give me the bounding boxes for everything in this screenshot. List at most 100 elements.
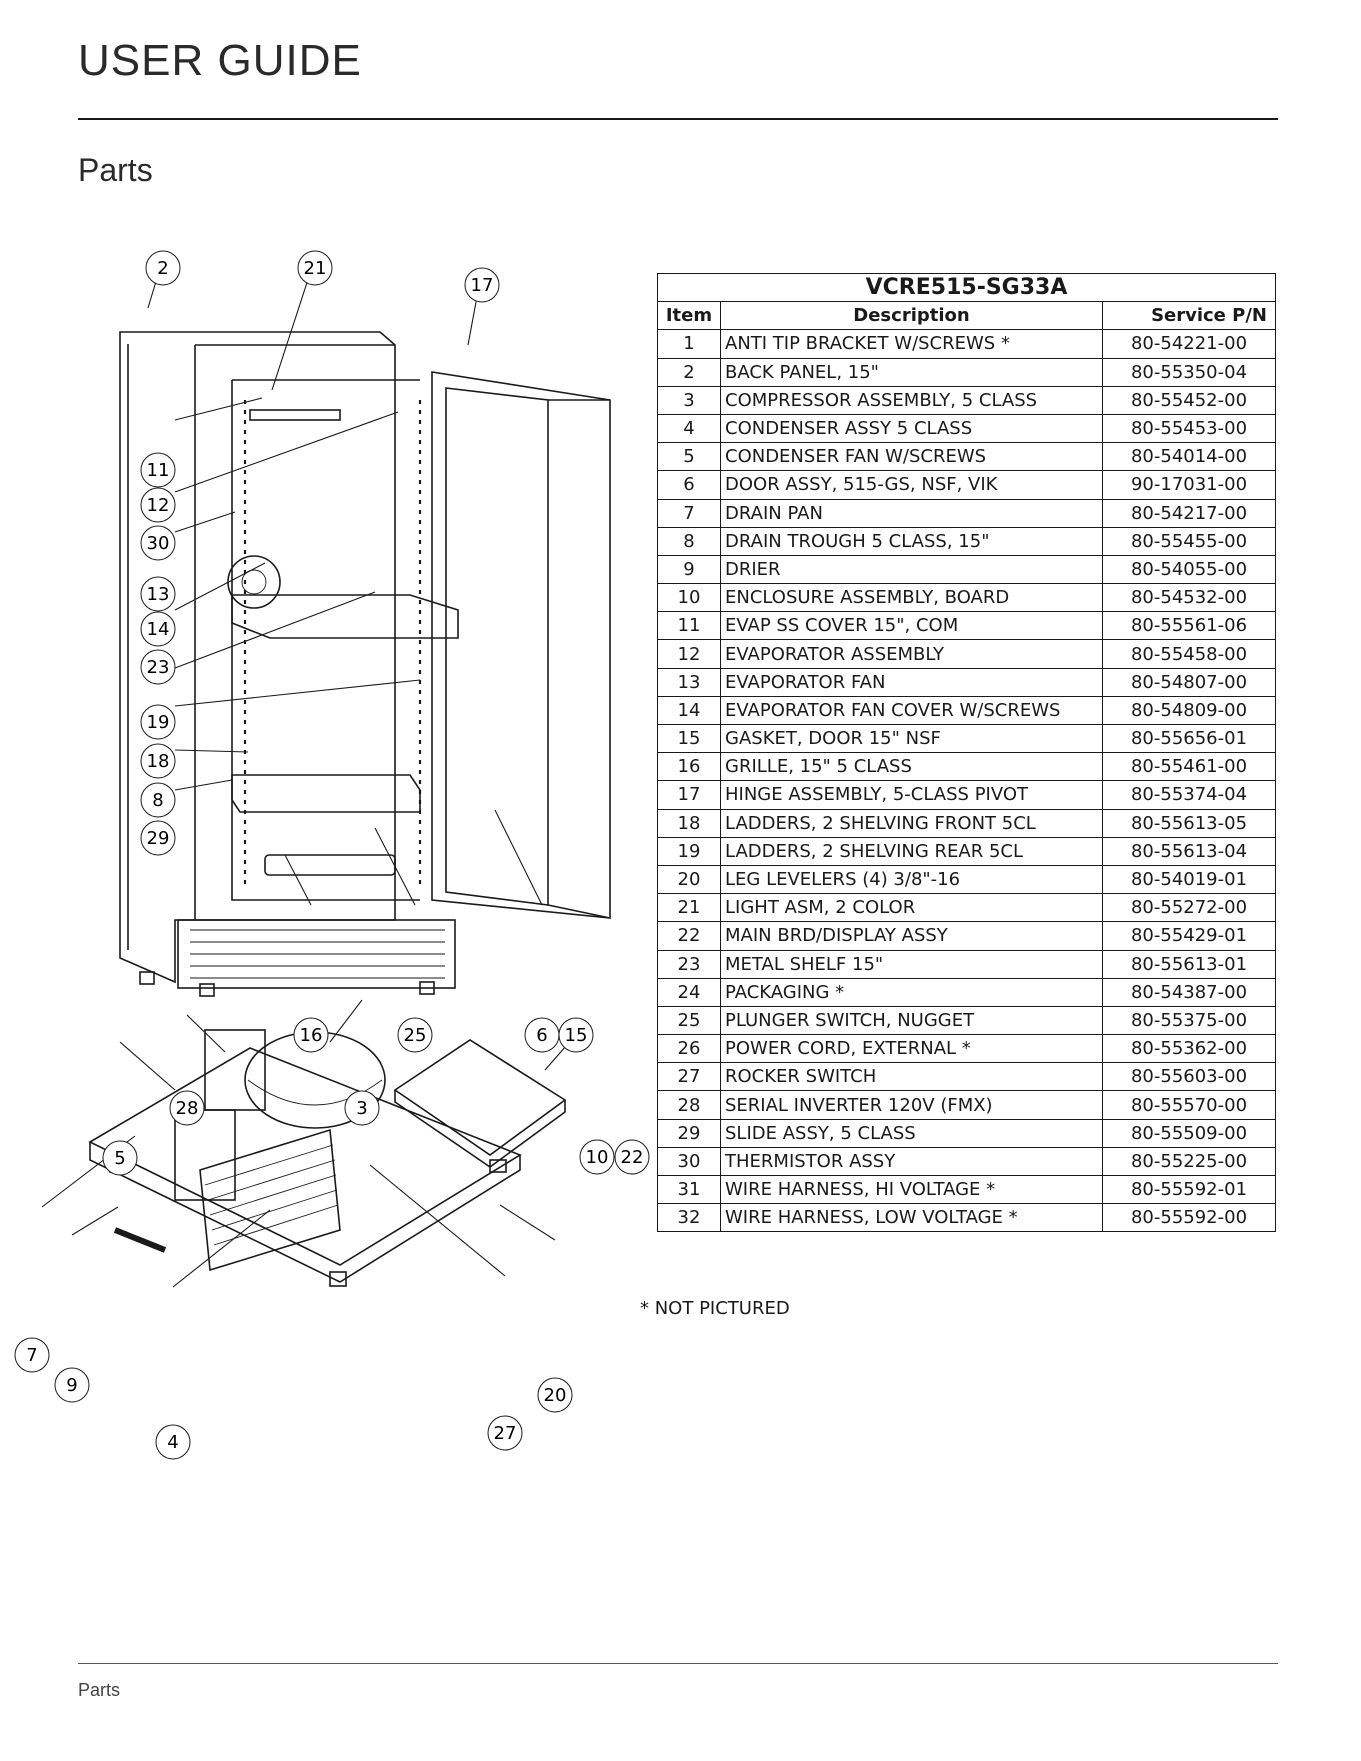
- cell-description: ENCLOSURE ASSEMBLY, BOARD: [720, 583, 1103, 613]
- cell-item: 19: [657, 836, 721, 866]
- callout: 19: [140, 704, 176, 740]
- cell-service-pn: 80-55350-04: [1102, 357, 1276, 387]
- cell-item: 15: [657, 723, 721, 754]
- cell-description: PACKAGING *: [720, 977, 1103, 1007]
- cell-item: 18: [657, 808, 721, 838]
- svg-text:6: 6: [536, 1025, 547, 1046]
- cell-description: WIRE HARNESS, LOW VOLTAGE *: [720, 1203, 1103, 1233]
- callout: 8: [140, 782, 176, 818]
- cell-description: SERIAL INVERTER 120V (FMX): [720, 1090, 1103, 1120]
- cell-description: EVAPORATOR FAN COVER W/SCREWS: [720, 695, 1103, 726]
- callout: 18: [140, 743, 176, 779]
- refrigerator-drawing: [119, 331, 611, 997]
- cell-description: DRIER: [720, 554, 1103, 585]
- cell-item: 23: [657, 949, 721, 979]
- svg-text:15: 15: [565, 1025, 588, 1046]
- cell-service-pn: 80-54221-00: [1102, 329, 1276, 359]
- cell-service-pn: 80-55455-00: [1102, 526, 1276, 556]
- callout: 28: [169, 1090, 205, 1126]
- cell-description: ROCKER SWITCH: [720, 1062, 1103, 1092]
- cell-description: CONDENSER ASSY 5 CLASS: [720, 413, 1103, 444]
- cell-description: HINGE ASSEMBLY, 5-CLASS PIVOT: [720, 780, 1103, 810]
- callout: 4: [155, 1424, 191, 1460]
- cell-item: 13: [657, 667, 721, 697]
- header-divider: [78, 118, 1278, 120]
- cell-item: 20: [657, 864, 721, 895]
- callout: 15: [558, 1017, 594, 1053]
- cell-item: 14: [657, 695, 721, 726]
- svg-text:22: 22: [621, 1147, 644, 1168]
- callout: 10: [579, 1139, 615, 1175]
- svg-text:23: 23: [147, 657, 170, 678]
- callout: 11: [140, 452, 176, 488]
- cell-description: BACK PANEL, 15": [720, 357, 1103, 387]
- cell-service-pn: 80-54807-00: [1102, 667, 1276, 697]
- cell-service-pn: 80-55225-00: [1102, 1146, 1276, 1177]
- cell-service-pn: 80-55509-00: [1102, 1118, 1276, 1148]
- table-header-row: Item Description Service P/N: [657, 301, 1276, 331]
- cell-description: EVAPORATOR FAN: [720, 667, 1103, 697]
- cell-description: DOOR ASSY, 515-GS, NSF, VIK: [720, 470, 1103, 500]
- svg-text:27: 27: [494, 1423, 517, 1444]
- cell-item: 27: [657, 1062, 721, 1092]
- svg-text:8: 8: [152, 790, 163, 811]
- cell-item: 2: [657, 357, 721, 387]
- svg-text:7: 7: [26, 1345, 37, 1366]
- svg-text:21: 21: [304, 258, 327, 279]
- cell-service-pn: 90-17031-00: [1102, 470, 1276, 500]
- callout: 12: [140, 487, 176, 523]
- svg-text:29: 29: [147, 828, 170, 849]
- footer-divider: [78, 1663, 1278, 1664]
- cell-description: ANTI TIP BRACKET W/SCREWS *: [720, 329, 1103, 359]
- cell-service-pn: 80-55272-00: [1102, 893, 1276, 923]
- footer-label: Parts: [78, 1680, 121, 1700]
- column-header-description: Description: [720, 301, 1103, 331]
- svg-text:14: 14: [147, 619, 170, 640]
- cell-item: 32: [657, 1203, 721, 1233]
- cell-description: SLIDE ASSY, 5 CLASS: [720, 1118, 1103, 1148]
- column-header-service-pn: Service P/N: [1102, 301, 1276, 331]
- cell-description: COMPRESSOR ASSEMBLY, 5 CLASS: [720, 385, 1103, 415]
- cell-service-pn: 80-55592-01: [1102, 1174, 1276, 1205]
- cell-item: 10: [657, 583, 721, 613]
- cell-service-pn: 80-55375-00: [1102, 1005, 1276, 1036]
- svg-text:30: 30: [147, 533, 170, 554]
- cell-service-pn: 80-55453-00: [1102, 413, 1276, 444]
- svg-text:9: 9: [66, 1375, 77, 1396]
- callout-markers: 2 21 17 11 12 30 13 14 23 19 18 8 29 16 …: [14, 250, 650, 1460]
- cell-service-pn: 80-54387-00: [1102, 977, 1276, 1007]
- leader-lines: [41, 257, 581, 1288]
- cell-service-pn: 80-55570-00: [1102, 1090, 1276, 1120]
- cell-item: 29: [657, 1118, 721, 1148]
- cell-item: 1: [657, 329, 721, 359]
- callout: 14: [140, 611, 176, 647]
- cell-service-pn: 80-54019-01: [1102, 864, 1276, 895]
- parts-diagram: 2 21 17 11 12 30 13 14 23 19 18 8 29 16 …: [14, 250, 650, 1460]
- cell-description: CONDENSER FAN W/SCREWS: [720, 442, 1103, 472]
- cell-service-pn: 80-55603-00: [1102, 1062, 1276, 1092]
- cell-service-pn: 80-54055-00: [1102, 554, 1276, 585]
- cell-description: EVAPORATOR ASSEMBLY: [720, 639, 1103, 669]
- callout: 22: [614, 1139, 650, 1175]
- cell-service-pn: 80-55458-00: [1102, 639, 1276, 669]
- callout: 20: [537, 1377, 573, 1413]
- callout: 9: [54, 1367, 90, 1403]
